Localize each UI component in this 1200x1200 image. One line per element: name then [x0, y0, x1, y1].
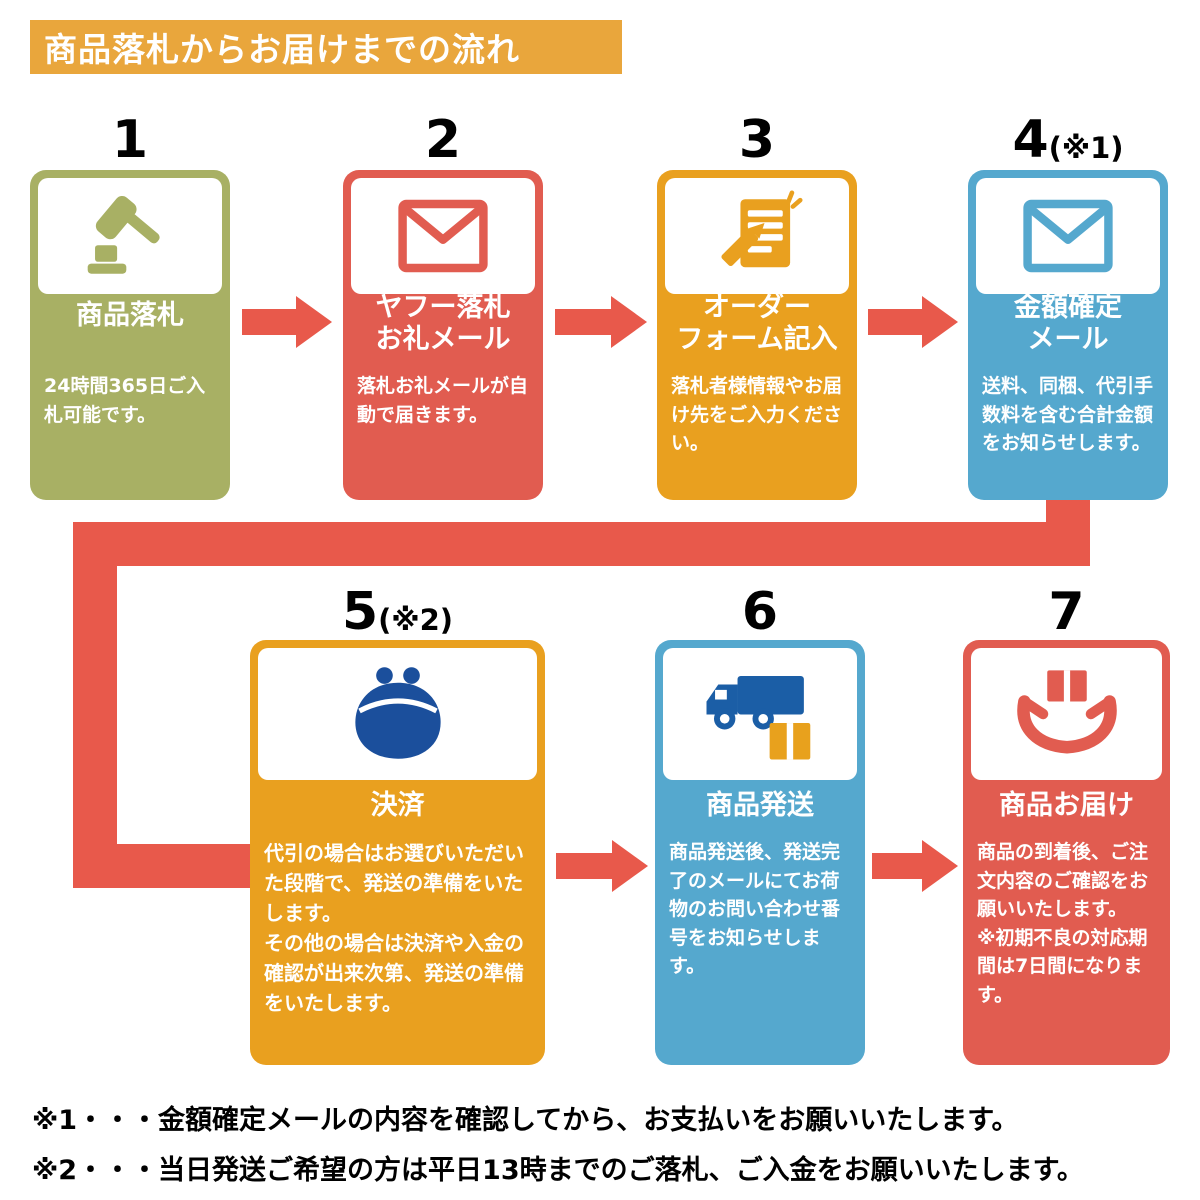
step-card-4: 金額確定 メール 送料、同梱、代引手数料を含む合計金額をお知らせします。 — [968, 170, 1168, 500]
step-card-2: ヤフー落札 お礼メール 落札お礼メールが自動で届きます。 — [343, 170, 543, 500]
step-description: 送料、同梱、代引手数料を含む合計金額をお知らせします。 — [982, 375, 1154, 454]
step-title: 商品発送 — [706, 790, 814, 821]
mail-icon — [1023, 199, 1113, 273]
flow-connector-left-down — [73, 522, 117, 888]
step-description: 24時間365日ご入札可能です。 — [44, 375, 206, 426]
flow-arrow — [555, 296, 647, 348]
step-number-1: 1 — [111, 110, 149, 170]
step-title: 商品お届け — [999, 790, 1134, 821]
truck-icon — [706, 675, 811, 759]
step-6-icon-area — [663, 648, 857, 780]
step-card-5: 決済 代引の場合はお選びいただいた段階で、発送の準備をいたします。 その他の場合… — [250, 640, 545, 1065]
step-number-7: 7 — [1048, 582, 1085, 642]
footnote-1: ※1・・・金額確定メールの内容を確認してから、お支払いをお願いいたします。 — [32, 1105, 1019, 1136]
gavel-icon — [87, 196, 160, 274]
step-number-5: 5(※2) — [341, 582, 454, 642]
hands-package-icon — [1016, 670, 1117, 754]
page-title: 商品落札からお届けまでの流れ — [44, 30, 520, 69]
flow-arrow — [242, 296, 332, 348]
step-title: 決済 — [370, 790, 425, 821]
step-title: オーダー フォーム記入 — [676, 292, 838, 356]
purse-icon — [354, 667, 441, 759]
step-description: 落札者様情報やお届け先をご入力ください。 — [671, 375, 843, 454]
step-description: 代引の場合はお選びいただいた段階で、発送の準備をいたします。 その他の場合は決済… — [264, 841, 524, 1015]
step-1-icon-area — [38, 178, 222, 294]
flow-arrow — [868, 296, 958, 348]
flow-connector-into-step5 — [73, 844, 255, 888]
step-number-6: 6 — [741, 582, 779, 642]
mail-icon — [398, 199, 488, 273]
step-7-icon-area — [971, 648, 1162, 780]
step-description: 落札お礼メールが自動で届きます。 — [357, 375, 529, 426]
step-3-icon-area — [665, 178, 849, 294]
flow-arrow — [872, 840, 958, 892]
step-number-2: 2 — [424, 110, 462, 170]
step-description: 商品の到着後、ご注文内容のご確認をお願いいたします。 ※初期不良の対応期間は7日… — [977, 841, 1149, 1006]
step-card-1: 商品落札 24時間365日ご入札可能です。 — [30, 170, 230, 500]
step-card-3: オーダー フォーム記入 落札者様情報やお届け先をご入力ください。 — [657, 170, 857, 500]
step-card-7: 商品お届け 商品の到着後、ご注文内容のご確認をお願いいたします。 ※初期不良の対… — [963, 640, 1170, 1065]
step-number-4: 4(※1) — [1012, 110, 1124, 170]
step-card-6: 商品発送 商品発送後、発送完了のメールにてお荷物のお問い合わせ番号をお知らせしま… — [655, 640, 865, 1065]
flow-connector-across — [73, 522, 1090, 566]
step-4-icon-area — [976, 178, 1160, 294]
step-title: 商品落札 — [76, 300, 184, 331]
step-description: 商品発送後、発送完了のメールにてお荷物のお問い合わせ番号をお知らせします。 — [669, 841, 841, 977]
header-banner: 商品落札からお届けまでの流れ — [30, 20, 622, 74]
step-number-3: 3 — [738, 110, 776, 170]
step-title: 金額確定 メール — [1014, 292, 1122, 356]
order-form-icon — [721, 190, 803, 268]
flow-arrow — [556, 840, 648, 892]
package-box-icon — [769, 722, 811, 759]
step-2-icon-area — [351, 178, 535, 294]
footnote-2: ※2・・・当日発送ご希望の方は平日13時までのご落札、ご入金をお願いいたします。 — [32, 1155, 1084, 1186]
step-title: ヤフー落札 お礼メール — [375, 292, 511, 356]
step-5-icon-area — [258, 648, 537, 780]
